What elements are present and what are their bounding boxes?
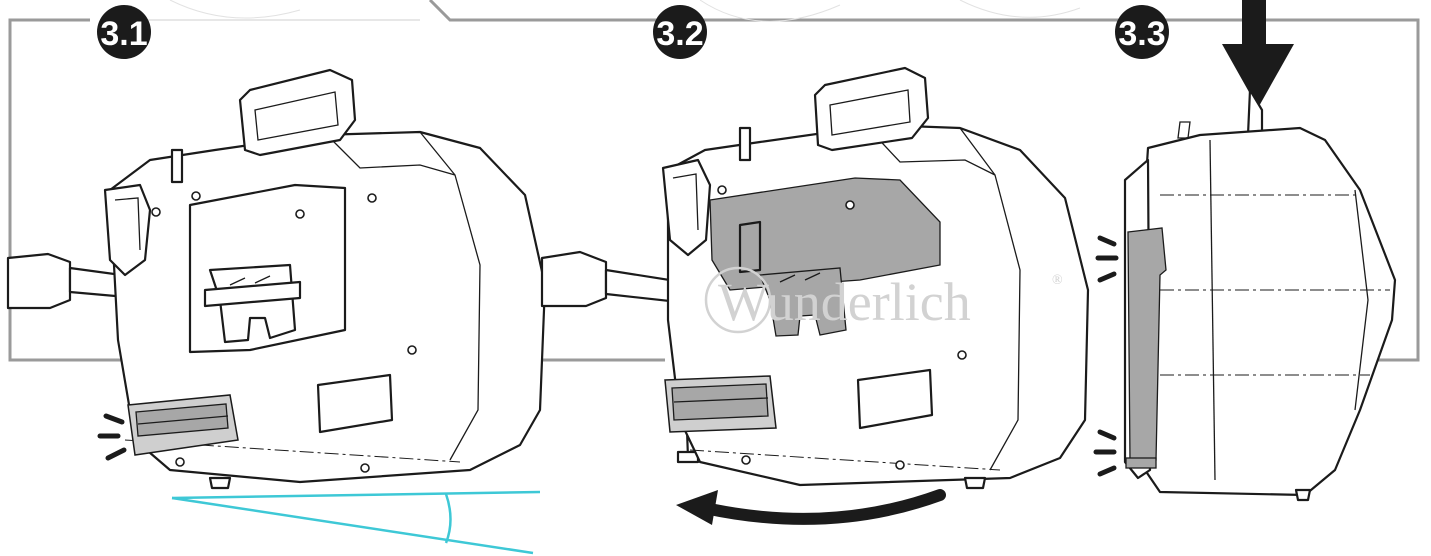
motion-lines-icon	[1093, 235, 1119, 477]
background-sketch	[169, 0, 1081, 22]
step-label: 3.3	[1118, 15, 1165, 53]
mounting-plate-highlighted	[709, 177, 941, 291]
watermark-registered-mark: ®	[1052, 273, 1063, 288]
step-3-2-illustration	[540, 66, 1090, 525]
step-label: 3.2	[656, 15, 703, 53]
step-3-3-illustration	[1093, 0, 1397, 502]
step-badge-3-2: 3.2	[653, 5, 707, 59]
curved-arrow-left-icon	[676, 489, 946, 525]
step-badge-3-1: 3.1	[97, 5, 151, 59]
down-arrow-icon	[1222, 0, 1294, 108]
step-badge-3-3: 3.3	[1115, 5, 1169, 59]
case-side-profile	[1136, 126, 1397, 497]
tilt-angle-indicator	[171, 490, 541, 555]
step-3-1-illustration	[6, 68, 547, 555]
step-label: 3.1	[100, 15, 147, 53]
brand-watermark: Wunderlich ®	[704, 266, 1063, 334]
motion-lines-icon	[97, 413, 127, 461]
watermark-text: Wunderlich	[718, 272, 971, 332]
